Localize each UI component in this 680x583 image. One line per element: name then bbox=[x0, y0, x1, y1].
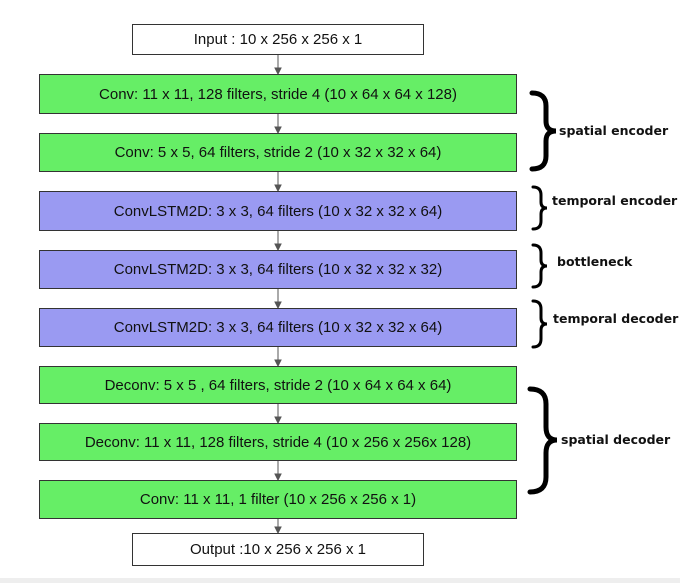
arrowhead bbox=[274, 416, 282, 425]
brace-temporal-decoder bbox=[531, 299, 548, 349]
arrowhead bbox=[274, 359, 282, 368]
arrowhead bbox=[274, 184, 282, 193]
input-layer: Input : 10 x 256 x 256 x 1 bbox=[132, 24, 424, 55]
arrowhead bbox=[274, 243, 282, 252]
convlstm3-layer-label: ConvLSTM2D: 3 x 3, 64 filters (10 x 32 x… bbox=[113, 319, 443, 336]
conv1-layer: Conv: 11 x 11, 128 filters, stride 4 (10… bbox=[39, 74, 517, 114]
label-bottleneck: bottleneck bbox=[557, 254, 633, 269]
deconv2-layer: Deconv: 11 x 11, 128 filters, stride 4 (… bbox=[39, 423, 517, 461]
arrowhead bbox=[274, 526, 282, 535]
output-layer-label: Output :10 x 256 x 256 x 1 bbox=[190, 541, 366, 558]
conv1-layer-label: Conv: 11 x 11, 128 filters, stride 4 (10… bbox=[99, 85, 457, 103]
output-layer: Output :10 x 256 x 256 x 1 bbox=[132, 533, 424, 566]
convlstm2-layer: ConvLSTM2D: 3 x 3, 64 filters (10 x 32 x… bbox=[39, 250, 517, 289]
conv3-layer-label: Conv: 11 x 11, 1 filter (10 x 256 x 256 … bbox=[139, 491, 417, 508]
deconv1-layer-label: Deconv: 5 x 5 , 64 filters, stride 2 (10… bbox=[104, 376, 452, 394]
deconv2-layer-label: Deconv: 11 x 11, 128 filters, stride 4 (… bbox=[84, 433, 472, 451]
brace-bottleneck bbox=[531, 243, 548, 289]
label-temporal-decoder: temporal decoder bbox=[553, 311, 679, 326]
bottom-strip bbox=[0, 578, 680, 583]
convlstm1-layer-label: ConvLSTM2D: 3 x 3, 64 filters (10 x 32 x… bbox=[113, 202, 443, 220]
brace-spatial-encoder bbox=[529, 90, 557, 172]
conv3-layer: Conv: 11 x 11, 1 filter (10 x 256 x 256 … bbox=[39, 480, 517, 519]
arrowhead bbox=[274, 301, 282, 310]
arrowhead bbox=[274, 473, 282, 482]
arrowhead bbox=[274, 126, 282, 135]
brace-temporal-encoder bbox=[531, 185, 548, 231]
convlstm2-layer-label: ConvLSTM2D: 3 x 3, 64 filters (10 x 32 x… bbox=[113, 261, 443, 278]
label-spatial-encoder: spatial encoder bbox=[559, 123, 669, 138]
conv2-layer-label: Conv: 5 x 5, 64 filters, stride 2 (10 x … bbox=[114, 144, 442, 161]
convlstm1-layer: ConvLSTM2D: 3 x 3, 64 filters (10 x 32 x… bbox=[39, 191, 517, 231]
convlstm3-layer: ConvLSTM2D: 3 x 3, 64 filters (10 x 32 x… bbox=[39, 308, 517, 347]
arrowhead bbox=[274, 67, 282, 76]
deconv1-layer: Deconv: 5 x 5 , 64 filters, stride 2 (10… bbox=[39, 366, 517, 404]
label-spatial-decoder: spatial decoder bbox=[561, 432, 671, 447]
label-temporal-encoder: temporal encoder bbox=[552, 193, 678, 208]
input-layer-label: Input : 10 x 256 x 256 x 1 bbox=[193, 31, 363, 48]
conv2-layer: Conv: 5 x 5, 64 filters, stride 2 (10 x … bbox=[39, 133, 517, 172]
brace-spatial-decoder bbox=[527, 386, 558, 495]
